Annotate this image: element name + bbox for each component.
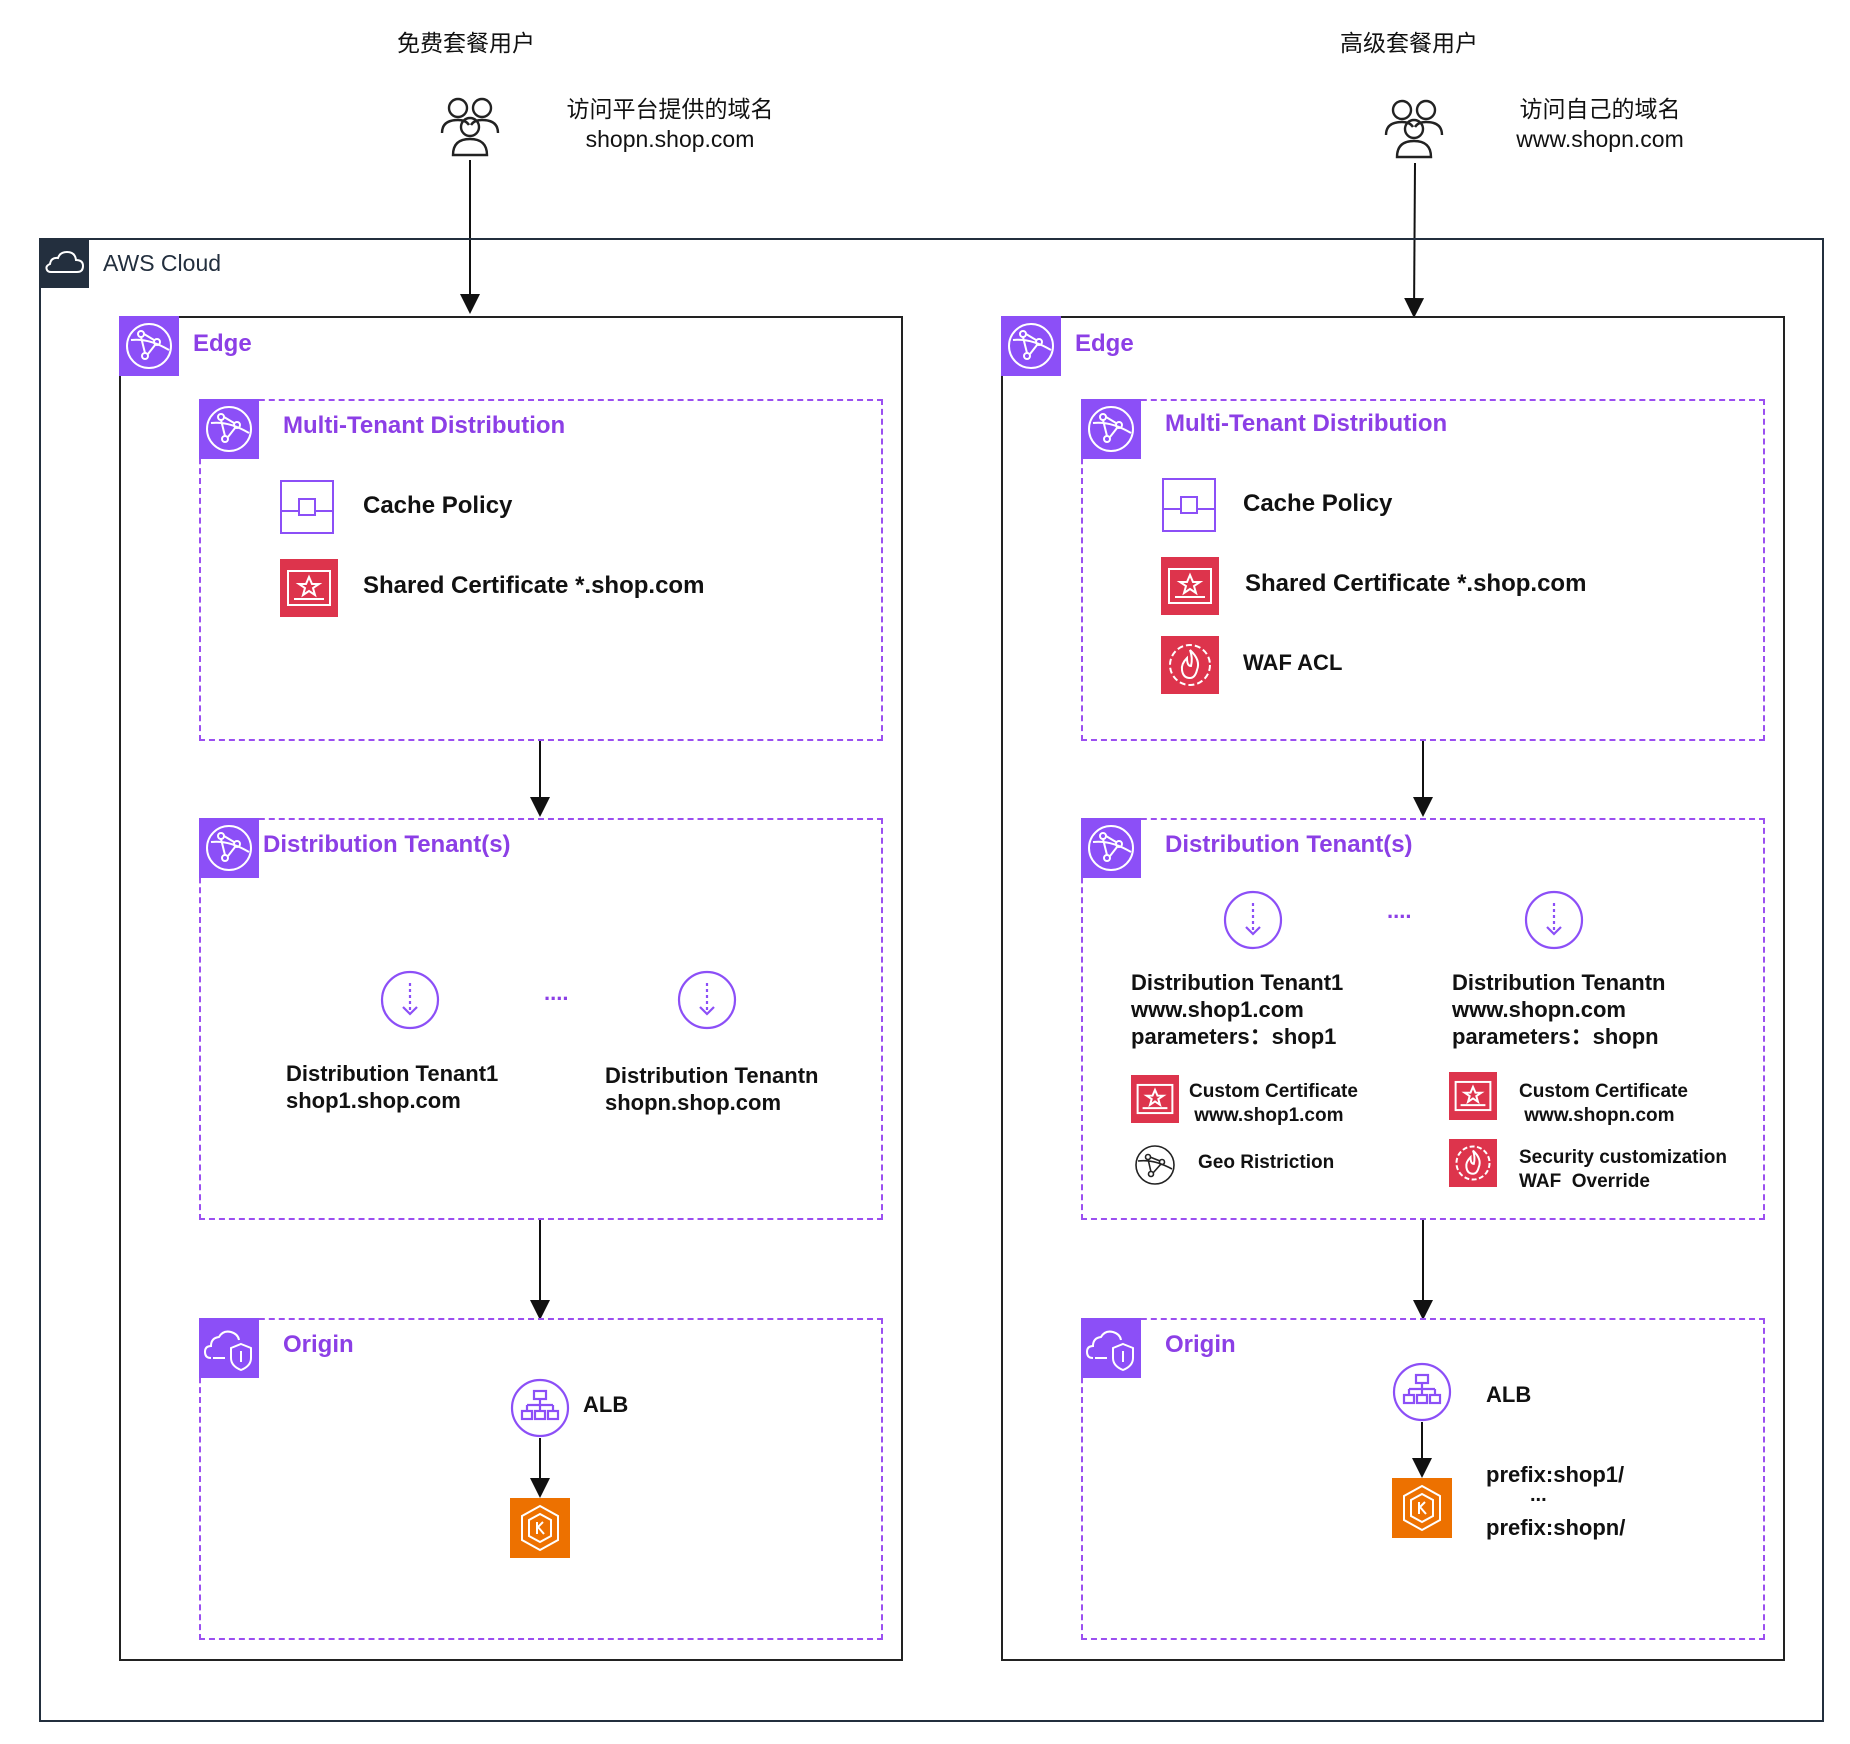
right-multi-tenant-distribution-group [1081,399,1765,741]
free-user-title: 免费套餐用户 [397,30,535,56]
cloudfront-icon [1081,818,1141,878]
right-tenantn-name: Distribution Tenantn [1452,970,1666,995]
waf-icon [1449,1139,1497,1187]
waf-icon [1161,636,1219,694]
right-tenant1-domain: www.shop1.com [1131,997,1304,1022]
cloudfront-icon [199,818,259,878]
certificate-icon [1449,1072,1497,1120]
cloud-shield-icon [1081,1318,1141,1378]
right-tenantn-security-title: Security customization [1519,1147,1727,1168]
left-tenantn-domain: shopn.shop.com [605,1090,781,1115]
right-waf-acl-label: WAF ACL [1243,650,1343,675]
load-balancer-icon [1391,1361,1453,1423]
certificate-icon [1161,557,1219,615]
right-prefix-shopn: prefix:shopn/ [1486,1515,1626,1540]
cloudfront-icon [119,316,179,376]
free-user-access-domain: shopn.shop.com [585,126,755,152]
left-tenant1-domain: shop1.shop.com [286,1088,461,1113]
certificate-icon [1131,1075,1179,1123]
left-edge-group [119,316,903,1661]
right-edge-title: Edge [1075,330,1134,357]
eks-icon [510,1498,570,1558]
right-prefix-shop1: prefix:shop1/ [1486,1462,1625,1487]
cloud-shield-icon [199,1318,259,1378]
premium-user-access-label: 访问自己的域名 [1519,96,1681,122]
aws-cloud-group [39,238,1824,1722]
cloudfront-icon [1001,316,1061,376]
right-tenant1-geo-label: Geo Ristriction [1198,1152,1335,1173]
tenant-icon [676,969,738,1031]
right-alb-label: ALB [1486,1382,1532,1407]
right-tenant1-name: Distribution Tenant1 [1131,970,1344,995]
right-origin-title: Origin [1165,1331,1236,1358]
right-prefix-ellipsis: ... [1530,1484,1547,1506]
right-tenantn-params: parameters：shopn [1452,1024,1659,1049]
right-cache-policy-label: Cache Policy [1243,490,1393,517]
globe-icon [1134,1144,1176,1186]
free-user-access-label: 访问平台提供的域名 [566,96,774,122]
aws-cloud-label: AWS Cloud [103,250,222,276]
right-edge-group [1001,316,1785,1661]
right-shared-certificate-label: Shared Certificate *.shop.com [1245,570,1587,597]
left-shared-certificate-label: Shared Certificate *.shop.com [363,572,705,599]
right-tenantn-cert-title: Custom Certificate [1519,1081,1688,1102]
left-tenant1-name: Distribution Tenant1 [286,1061,499,1086]
right-tenantn-waf-override: WAF Override [1519,1171,1650,1192]
right-ellipsis: .... [1387,898,1412,923]
right-distribution-tenants-group [1081,818,1765,1220]
left-origin-title: Origin [283,1331,354,1358]
eks-icon [1392,1478,1452,1538]
tenant-icon [1222,889,1284,951]
right-tenantn-domain: www.shopn.com [1452,997,1626,1022]
tenant-icon [379,969,441,1031]
cloud-icon [39,238,89,288]
right-tenant1-cert-title: Custom Certificate [1189,1081,1358,1102]
left-origin-group [199,1318,883,1640]
cache-policy-icon [279,479,335,535]
certificate-icon [280,559,338,617]
left-alb-label: ALB [583,1392,629,1417]
left-distribution-tenants-group [199,818,883,1220]
premium-user-access-domain: www.shopn.com [1516,126,1684,152]
right-mtd-title: Multi-Tenant Distribution [1165,410,1448,437]
cloudfront-icon [1081,399,1141,459]
left-cache-policy-label: Cache Policy [363,492,513,519]
right-dt-title: Distribution Tenant(s) [1165,831,1413,858]
right-tenantn-cert-domain: www.shopn.com [1519,1105,1675,1126]
left-tenantn-name: Distribution Tenantn [605,1063,819,1088]
right-origin-group [1081,1318,1765,1640]
left-edge-title: Edge [193,330,252,357]
right-tenant1-cert-domain: www.shop1.com [1189,1105,1344,1126]
left-multi-tenant-distribution-group [199,399,883,741]
left-mtd-title: Multi-Tenant Distribution [283,412,566,439]
tenant-icon [1523,889,1585,951]
left-ellipsis: .... [544,980,569,1005]
cloudfront-icon [199,399,259,459]
load-balancer-icon [509,1377,571,1439]
left-dt-title: Distribution Tenant(s) [263,831,511,858]
cache-policy-icon [1161,477,1217,533]
premium-user-title: 高级套餐用户 [1340,30,1478,56]
users-icon [438,95,502,157]
users-icon [1382,97,1446,159]
right-tenant1-params: parameters：shop1 [1131,1024,1337,1049]
